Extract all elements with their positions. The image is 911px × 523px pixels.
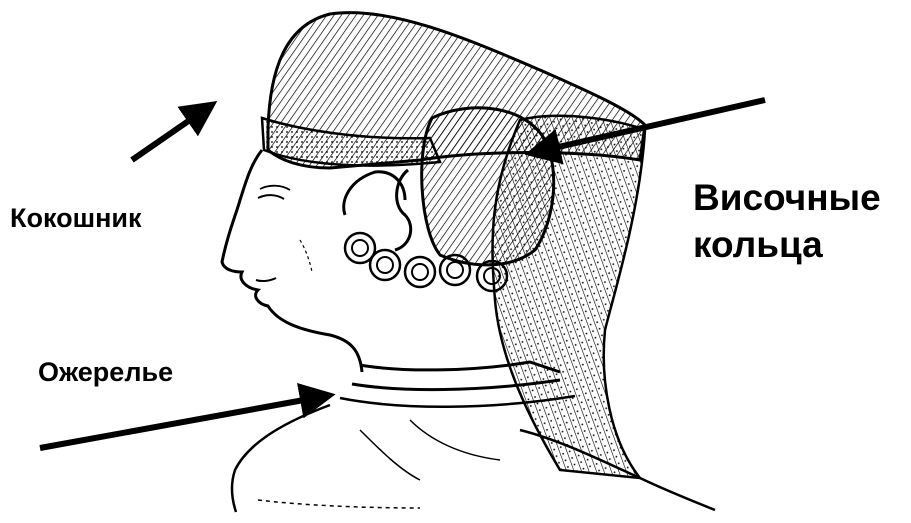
label-temple-rings: Височные кольца xyxy=(693,174,881,268)
arrow-necklace xyxy=(40,398,315,448)
face-profile xyxy=(222,150,362,372)
label-temple-rings-line1: Височные xyxy=(693,174,881,221)
label-temple-rings-line2: кольца xyxy=(693,221,881,268)
necklace-and-shoulders xyxy=(232,362,715,512)
label-necklace: Ожерелье xyxy=(38,357,173,388)
label-kokoshnik: Кокошник xyxy=(10,203,142,234)
arrow-kokoshnik xyxy=(132,113,200,160)
